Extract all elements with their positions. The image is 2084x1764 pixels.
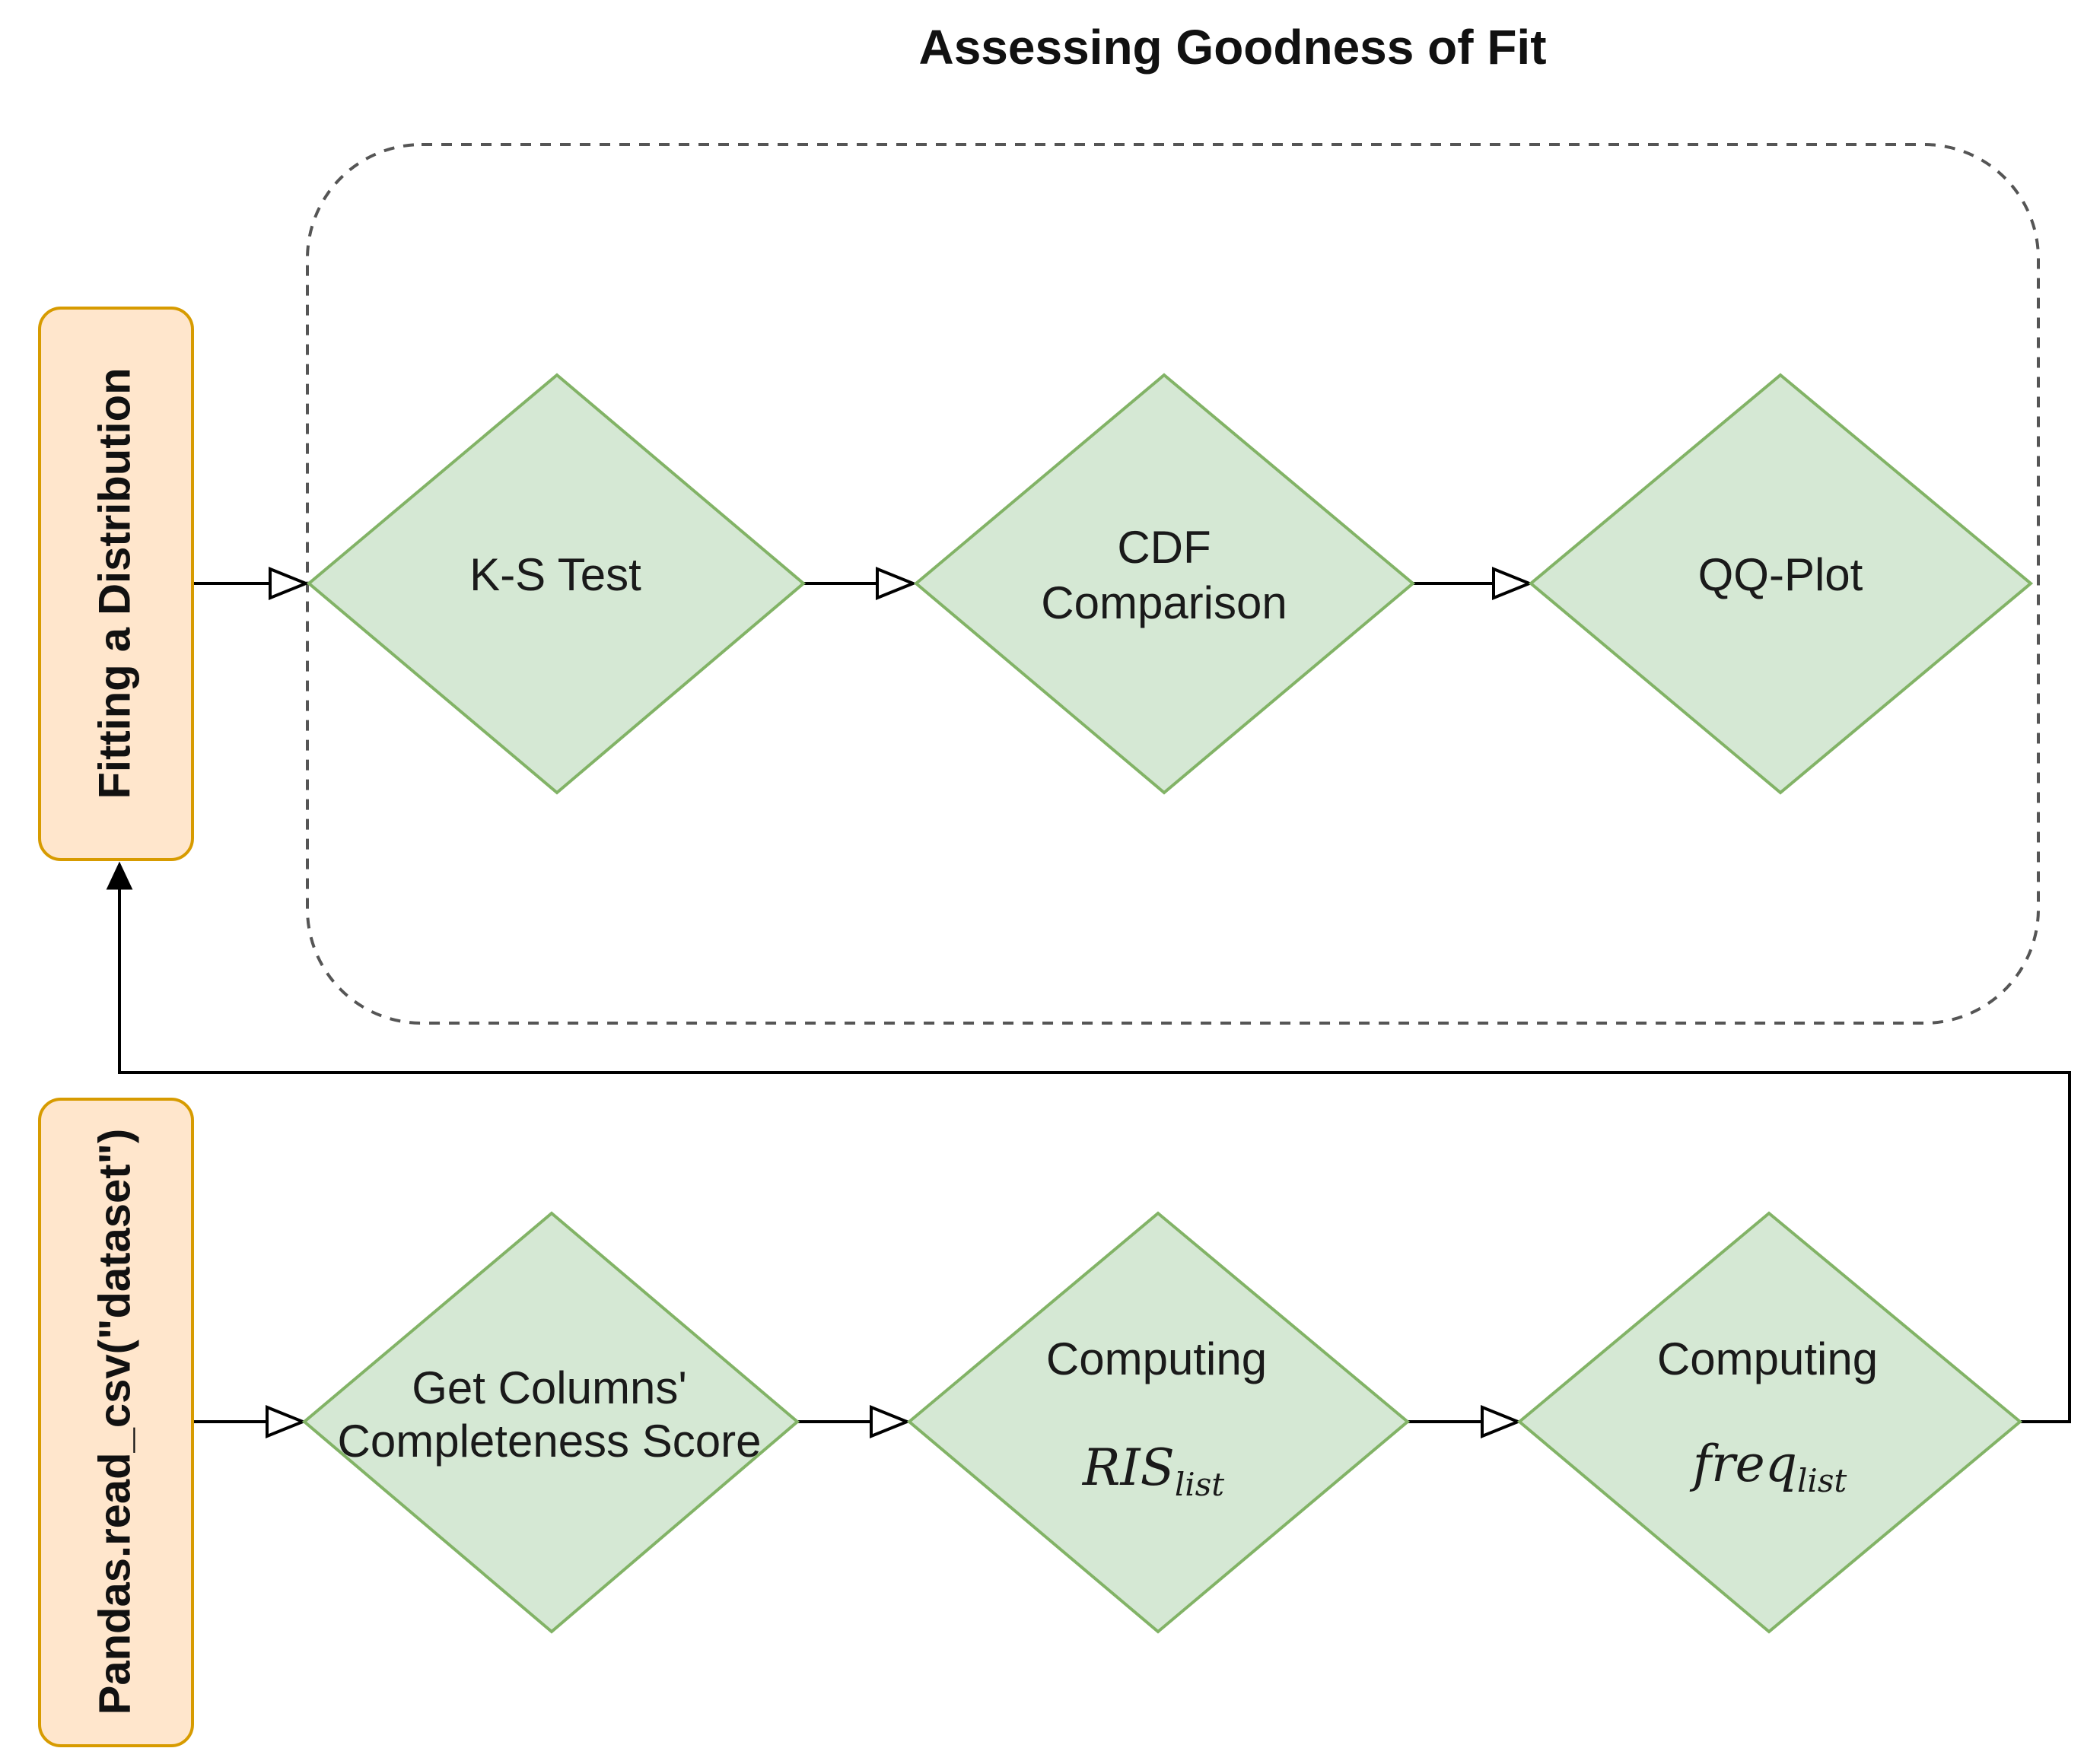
ris-list-subscript: list: [1175, 1466, 1224, 1503]
ris-list-symbol: RIS: [1082, 1438, 1175, 1497]
ris-list-formula: RISlist: [1082, 1438, 1224, 1503]
arrowhead-open: [266, 1405, 307, 1438]
qq-plot-node: QQ-Plot: [1528, 373, 2034, 795]
ris-list-label-line1: Computing: [1046, 1333, 1267, 1384]
completeness-score-diamond: [301, 1211, 800, 1634]
freq-list-formula: freqlist: [1689, 1435, 1847, 1499]
cdf-comparison-diamond: [913, 373, 1416, 795]
pandas-read-csv-shape: [38, 1098, 194, 1747]
pandas-read-csv-box: Pandas.read_csv("dataset"): [38, 1098, 194, 1747]
ris-list-node: Computing RISlist: [906, 1211, 1411, 1634]
arrowhead-open: [876, 567, 918, 600]
freq-list-symbol: freq: [1689, 1435, 1797, 1493]
freq-list-node: Computing freqlist: [1516, 1211, 2023, 1634]
fitting-distribution-box: Fitting a Distribution: [38, 307, 194, 861]
arrowhead-solid: [106, 861, 133, 890]
fitting-distribution-shape: [38, 307, 194, 861]
cdf-comparison-label-line1: CDF: [1117, 522, 1211, 573]
freq-list-label-line1: Computing: [1657, 1333, 1878, 1384]
freq-list-subscript: list: [1797, 1462, 1847, 1499]
freq-list-diamond: [1516, 1211, 2023, 1634]
qq-plot-diamond: [1528, 373, 2034, 795]
arrowhead-open: [1492, 567, 1534, 600]
ris-list-diamond: [906, 1211, 1411, 1634]
arrowhead-open: [870, 1405, 912, 1438]
ks-test-node: K-S Test: [306, 373, 807, 795]
cdf-comparison-node: CDF Comparison: [913, 373, 1416, 795]
qq-plot-label: QQ-Plot: [1698, 549, 1863, 600]
connectors: [106, 567, 2071, 1438]
completeness-score-label-line1: Get Columns': [412, 1362, 687, 1413]
completeness-score-node: Get Columns' Completeness Score: [301, 1211, 800, 1634]
diagram-title: Assessing Goodness of Fit: [918, 20, 1546, 75]
pandas-read-csv-label: Pandas.read_csv("dataset"): [90, 1129, 139, 1715]
arrowhead-open: [269, 567, 310, 600]
edge-freq-to-fitting: [118, 886, 2071, 1423]
ks-test-label: K-S Test: [469, 549, 641, 600]
arrowhead-open: [1481, 1405, 1522, 1438]
fitting-distribution-label: Fitting a Distribution: [90, 367, 139, 799]
cdf-comparison-label-line2: Comparison: [1041, 577, 1287, 628]
completeness-score-label-line2: Completeness Score: [338, 1416, 762, 1467]
ks-test-diamond: [306, 373, 807, 795]
